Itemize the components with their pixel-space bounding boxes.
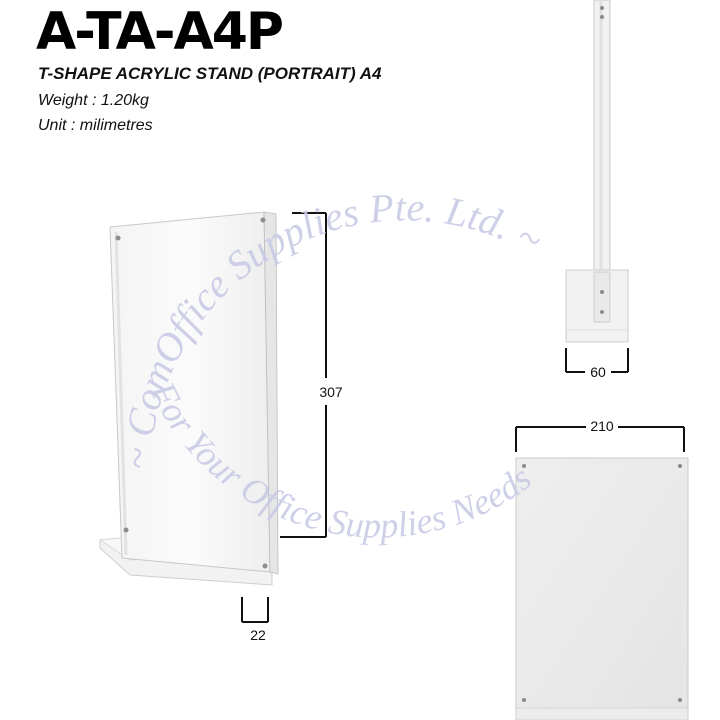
stand-side-view: [565, 0, 629, 343]
product-code: A-TA-A4P: [36, 2, 284, 62]
screw-icon: [260, 217, 266, 223]
product-name: T-SHAPE ACRYLIC STAND (PORTRAIT) A4: [38, 64, 382, 83]
front-depth-dimension: 22: [241, 597, 269, 643]
screw-icon: [262, 563, 268, 569]
unit-spec: Unit : milimetres: [38, 117, 153, 134]
weight-spec: Weight : 1.20kg: [38, 92, 149, 109]
front-depth-label: 22: [250, 627, 266, 643]
stand-front-view: [515, 457, 689, 720]
width-label: 210: [590, 418, 614, 434]
screw-icon: [678, 698, 682, 702]
screw-icon: [123, 527, 129, 533]
height-label: 307: [319, 384, 343, 400]
screw-icon: [522, 698, 526, 702]
screw-icon: [522, 464, 526, 468]
side-depth-label: 60: [590, 364, 606, 380]
stand-perspective-view: [98, 211, 279, 586]
screw-icon: [115, 235, 121, 241]
screw-icon: [678, 464, 682, 468]
width-dimension: 210: [515, 418, 685, 452]
height-dimension: 307: [280, 212, 343, 538]
side-depth-dimension: 60: [565, 348, 629, 380]
